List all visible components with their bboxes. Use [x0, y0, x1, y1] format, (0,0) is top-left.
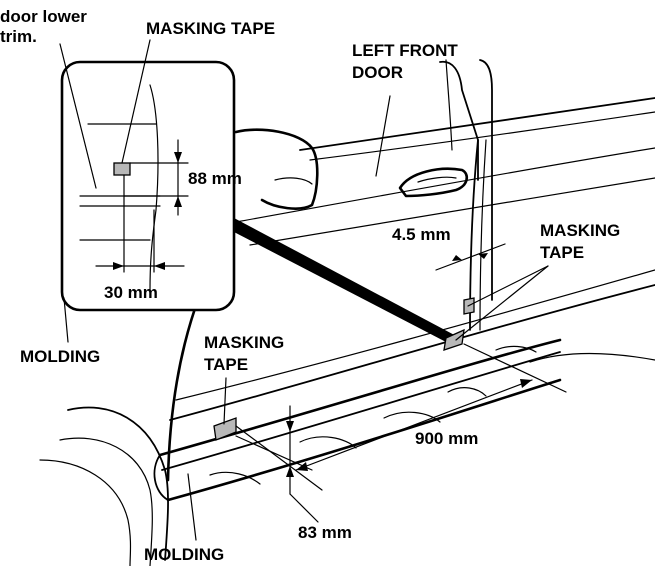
window-frame-line [445, 59, 453, 151]
label-molding-left: MOLDING [20, 347, 100, 366]
arrow [296, 462, 308, 471]
masking-tape-lower [213, 417, 237, 441]
inset-detail [59, 39, 236, 343]
leader-masking-tape-right-1 [467, 265, 549, 307]
label-door-lower-trim-2: trim. [0, 27, 37, 46]
label-molding-bottom: MOLDING [144, 545, 224, 564]
label-masking-tape-right-1: MASKING [540, 221, 620, 240]
leader-masking-tape-inset [121, 39, 151, 164]
masking-tape-door-front [443, 328, 465, 351]
dim-900-line [295, 379, 533, 471]
car-dimensions [187, 95, 567, 541]
door-handle [398, 167, 469, 198]
label-masking-tape-inset: MASKING TAPE [146, 19, 275, 38]
side-mirror [234, 128, 319, 210]
molding-inner-line [161, 351, 561, 471]
arrow [154, 262, 165, 270]
labels: door lower trim. MASKING TAPE LEFT FRONT… [0, 7, 620, 564]
magnification-wedge [234, 218, 460, 342]
arrow [286, 466, 294, 477]
molding-bottom-edge [166, 378, 562, 502]
label-dim-4-5: 4.5 mm [392, 225, 451, 244]
wheel-arch-inner [59, 437, 153, 567]
molding-scallop [299, 436, 357, 449]
dim-83-ext [235, 435, 313, 471]
leader-83 [289, 493, 319, 523]
b-pillar-edge [479, 59, 493, 301]
door-seam-inner [479, 139, 487, 331]
inset-masking-tape [113, 162, 131, 176]
arrow [478, 253, 488, 259]
leader-masking-tape-lower [223, 377, 227, 425]
wheel-arch-outer [67, 406, 169, 561]
leader-left-front-door [375, 95, 391, 177]
arrow [520, 379, 532, 388]
arrow [286, 421, 294, 432]
molding-scallop [383, 411, 441, 423]
tire-outline [39, 459, 132, 567]
rear-sill-curve [529, 352, 655, 363]
arrow [452, 255, 462, 261]
label-dim-30: 30 mm [104, 283, 158, 302]
belt-line-upper [299, 97, 655, 151]
inset-curve [149, 84, 159, 291]
door-character-line-2 [249, 177, 655, 246]
dim-900-ext-left [235, 425, 323, 491]
leader-door-lower-trim [59, 43, 97, 189]
label-dim-900: 900 mm [415, 429, 478, 448]
car-tapes [213, 297, 475, 441]
label-dim-88: 88 mm [188, 169, 242, 188]
leader-masking-tape-right-2 [455, 265, 549, 341]
arrow [174, 152, 182, 163]
label-masking-tape-right-2: TAPE [540, 243, 584, 262]
label-door-lower-trim-1: door lower [0, 7, 87, 26]
mirror-detail [274, 177, 313, 185]
molding-scallop [495, 345, 537, 353]
label-masking-tape-lower-2: TAPE [204, 355, 248, 374]
dim-4-5-line [435, 243, 506, 271]
leader-molding-left [63, 297, 69, 343]
label-masking-tape-lower-1: MASKING [204, 333, 284, 352]
label-left-front-door-1: LEFT FRONT [352, 41, 458, 60]
rocker-upper-line [169, 284, 655, 421]
molding-end-cap [153, 454, 169, 501]
dim-900-ext-right [463, 343, 567, 393]
molding-scallop [447, 387, 487, 397]
window-frame-rear [439, 60, 479, 181]
door-handle-recess [417, 176, 457, 183]
leader-molding-bottom [187, 473, 197, 541]
arrow [113, 262, 124, 270]
label-dim-83: 83 mm [298, 523, 352, 542]
door-character-line [235, 147, 655, 223]
label-left-front-door-2: DOOR [352, 63, 403, 82]
arrow [174, 196, 182, 207]
belt-line-lower [309, 111, 655, 161]
molding-scallop [209, 471, 261, 485]
car-body [39, 59, 655, 567]
door-bottom-line [175, 269, 655, 401]
